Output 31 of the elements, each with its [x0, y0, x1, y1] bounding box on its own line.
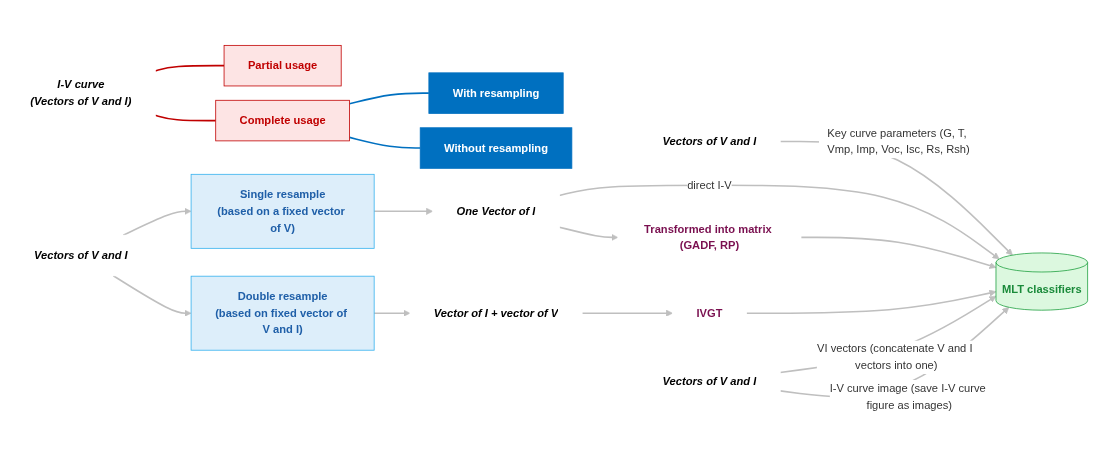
arrow	[745, 289, 997, 315]
node-box: Single resample (based on a fixed vector of V)	[190, 174, 375, 249]
node-text: Vectors of V and I	[662, 375, 757, 388]
connector	[154, 114, 217, 122]
edge-label: I-V curve image (save I-V curve figure as images)	[829, 381, 986, 412]
arrow	[558, 184, 1000, 260]
node-box: Partial usage	[223, 45, 342, 87]
arrow	[112, 275, 192, 317]
node-text: One Vector of I	[456, 204, 536, 218]
edge-label: Key curve parameters (G, T, Vmp, Imp, Voc, Isc, Rs, Rsh)	[827, 126, 970, 156]
arrow	[373, 309, 411, 317]
arrow	[122, 207, 192, 237]
node-text: IVGT	[696, 306, 723, 320]
node-box: Complete usage	[215, 100, 350, 142]
node-text: Vectors of V and I	[33, 248, 128, 262]
connector	[154, 65, 225, 72]
edge-label: VI vectors (concatenate V and I vectors into one)	[817, 342, 973, 372]
arrow	[581, 309, 673, 317]
arrow	[373, 207, 434, 215]
node-text: Vectors of V and I	[662, 134, 757, 148]
node-box: Without resampling	[419, 127, 573, 169]
arrow	[558, 226, 619, 242]
node-text: I-V curve (Vectors of V and I)	[30, 78, 132, 108]
node-box: With resampling	[428, 72, 564, 114]
node-box: Double resample (based on fixed vector of V and I)	[190, 275, 375, 351]
edge-label: direct I-V	[687, 178, 732, 192]
arrow	[800, 236, 997, 270]
connector	[348, 92, 430, 105]
node-text: Transformed into matrix (GADF, RP)	[644, 222, 772, 252]
connector	[348, 136, 421, 149]
node-text: Vector of I + vector of V	[433, 306, 559, 320]
